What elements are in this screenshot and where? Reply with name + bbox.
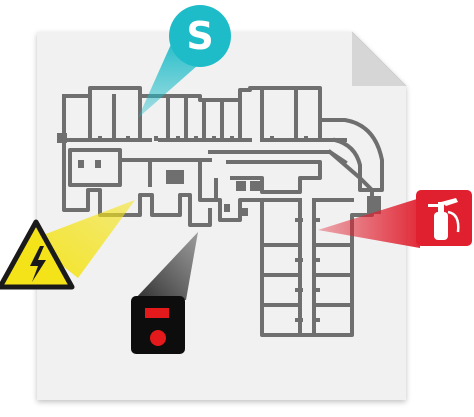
lightning-bolt-icon (30, 246, 46, 282)
panel-callout (131, 232, 198, 354)
sprinkler-callout: S (138, 5, 231, 118)
fire-alarm-panel-icon (131, 296, 185, 354)
panel-button (150, 330, 166, 346)
plan-fixtures (57, 133, 381, 322)
extinguisher-callout (318, 190, 472, 248)
hazard-callout (0, 200, 135, 290)
sprinkler-icon: S (186, 14, 213, 58)
panel-display (145, 308, 169, 318)
fire-extinguisher-icon (428, 198, 460, 240)
